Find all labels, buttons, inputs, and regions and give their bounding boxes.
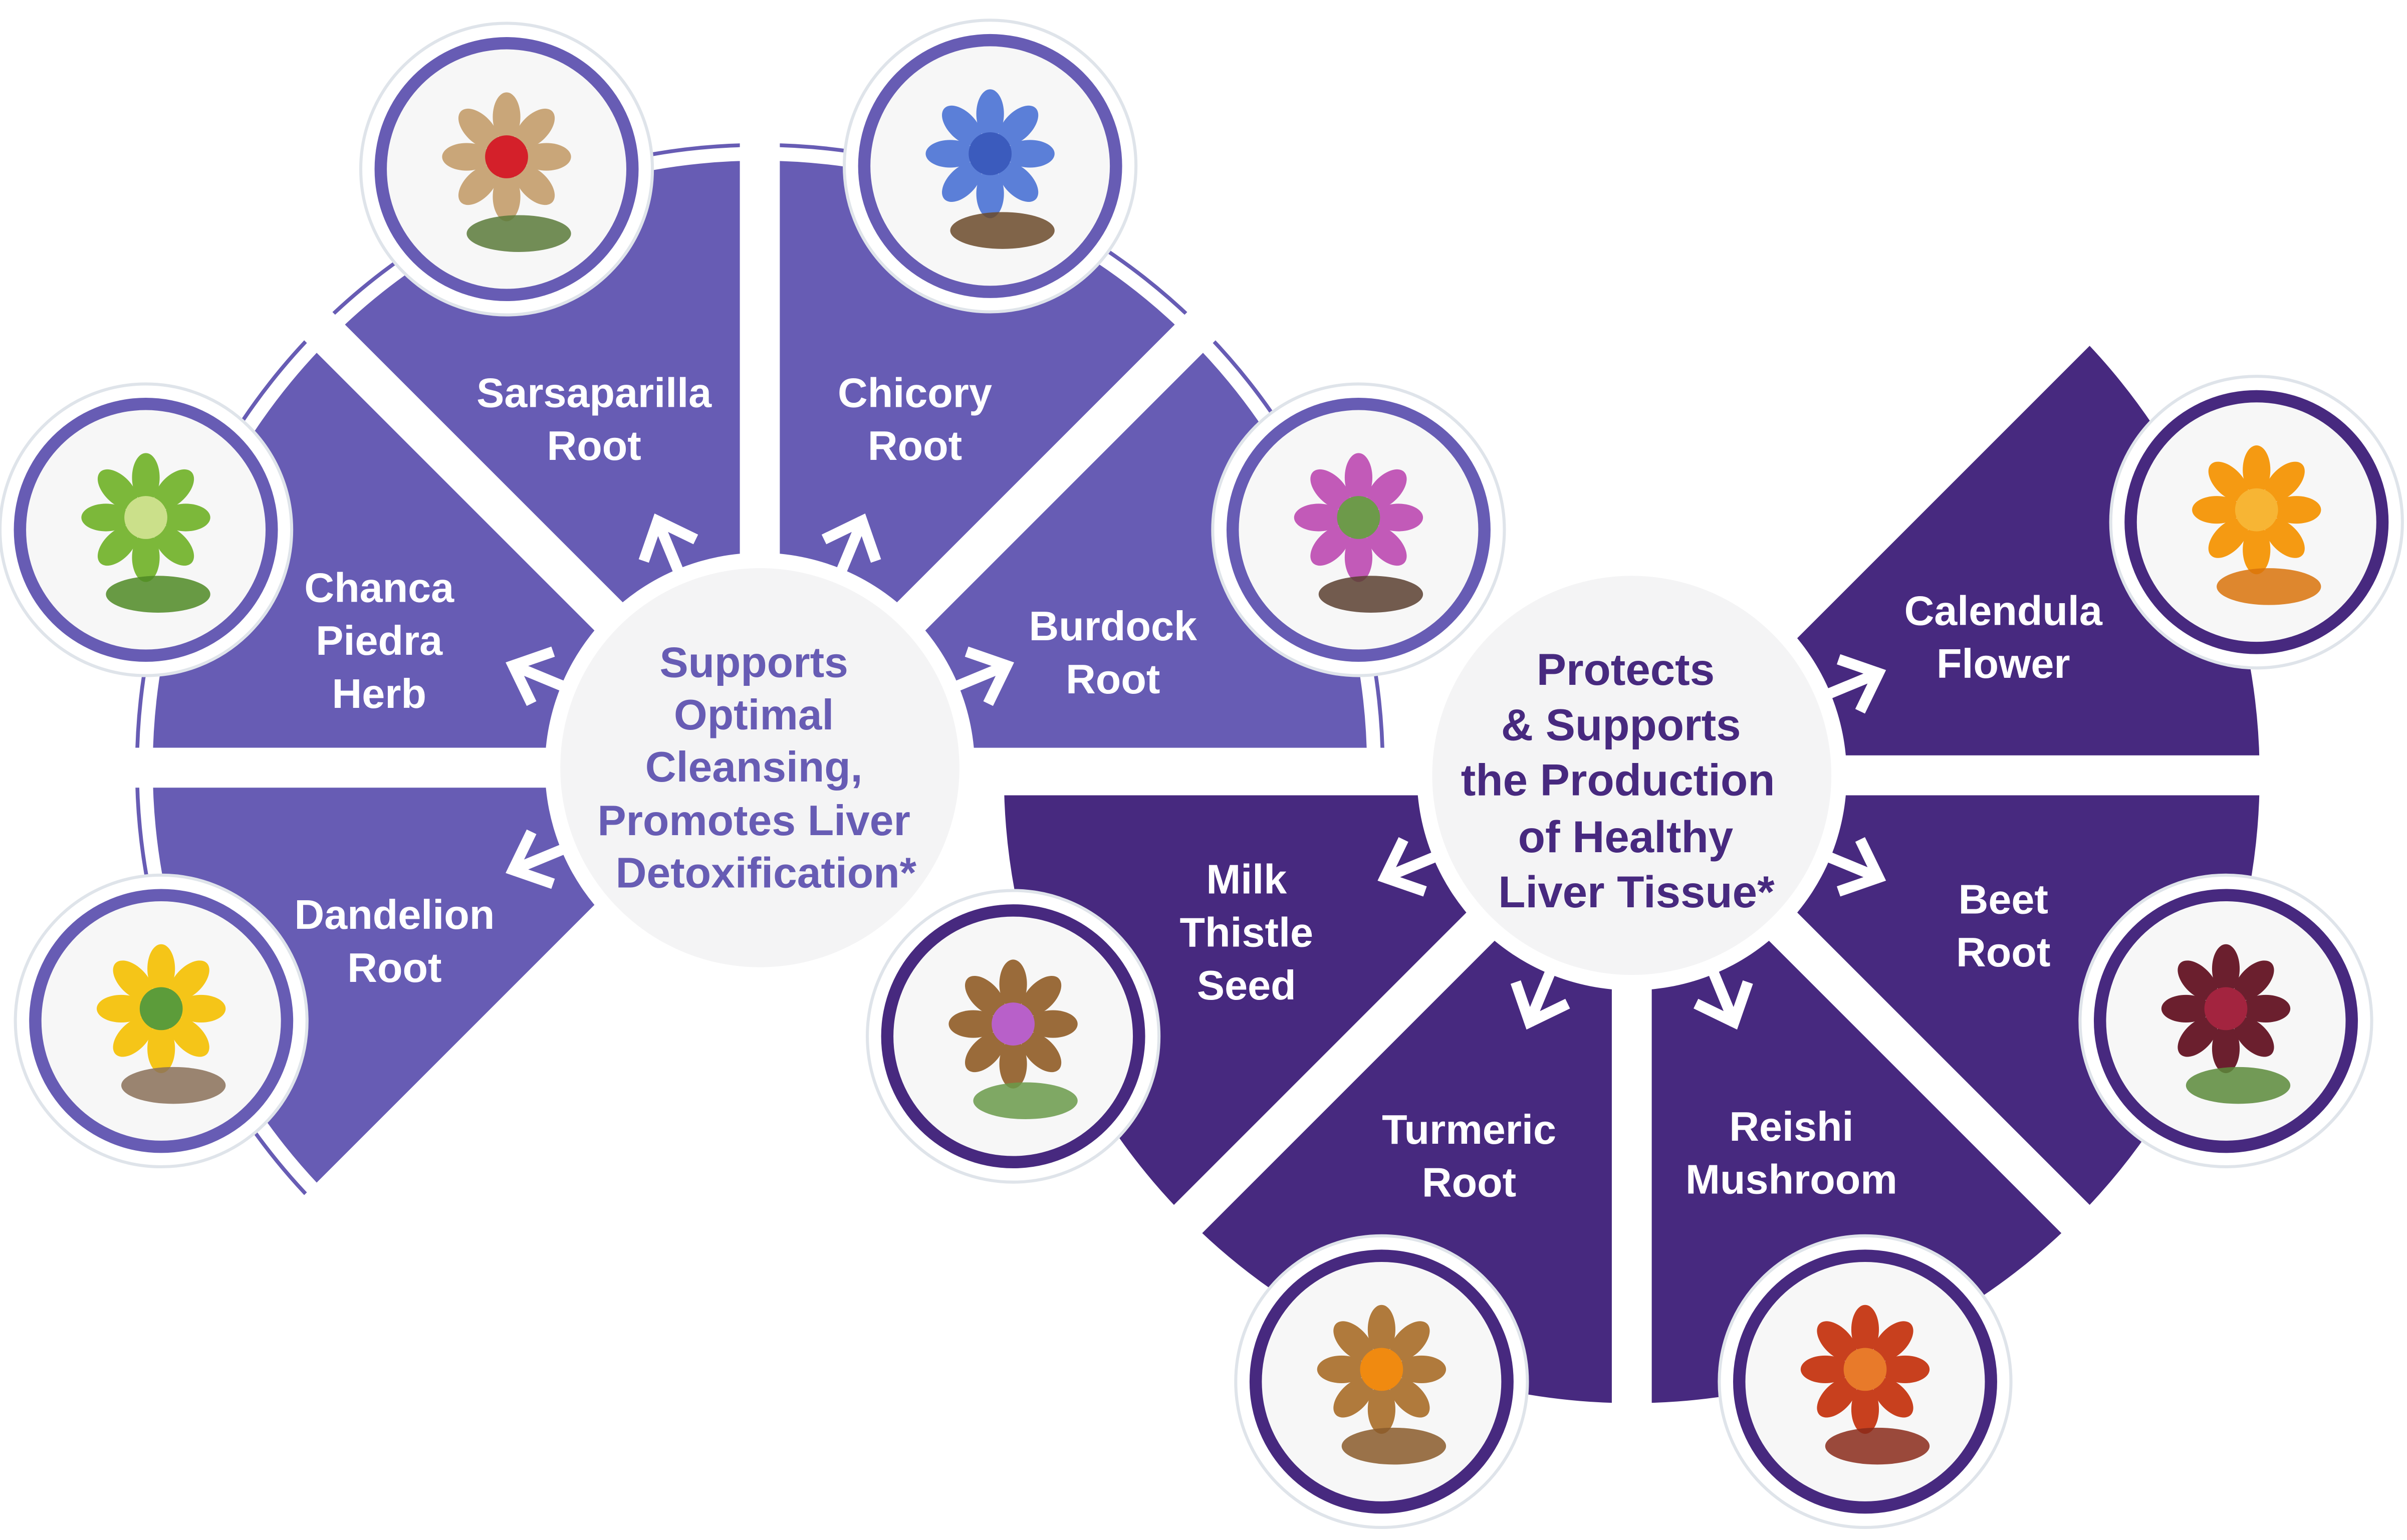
arrow-icon: [1377, 837, 1443, 897]
arrow-icon: [1820, 654, 1886, 714]
milk-thistle-seed-icon: [865, 889, 1161, 1184]
arrow-icon: [821, 513, 881, 579]
reishi-mushroom-icon: [1718, 1234, 2013, 1529]
hub-protect: Protects & Supports the Production of He…: [1416, 560, 1847, 990]
beet-root-icon: [2078, 873, 2373, 1169]
hub-detox: Supports Optimal Cleansing, Promotes Liv…: [545, 553, 975, 983]
arrow-icon: [1694, 964, 1753, 1030]
dandelion-icon: [14, 873, 309, 1169]
sarsaparilla-root-icon: [359, 22, 654, 317]
turmeric-root-icon: [1234, 1234, 1529, 1529]
arrow-icon: [1820, 837, 1886, 897]
calendula-flower-icon: [2109, 375, 2404, 670]
arrow-icon: [506, 829, 571, 889]
burdock-flower-icon: [1211, 382, 1506, 677]
arrow-icon: [506, 646, 571, 706]
chicory-flower-icon: [843, 19, 1138, 314]
hub-detox-text: Supports Optimal Cleansing, Promotes Liv…: [597, 639, 922, 897]
arrow-icon: [948, 646, 1014, 706]
hub-protect-text: Protects & Supports the Production of He…: [1461, 645, 1787, 917]
arrow-icon: [1510, 964, 1570, 1030]
arrow-icon: [638, 513, 698, 579]
chanca-piedra-leaf-icon: [0, 382, 294, 677]
